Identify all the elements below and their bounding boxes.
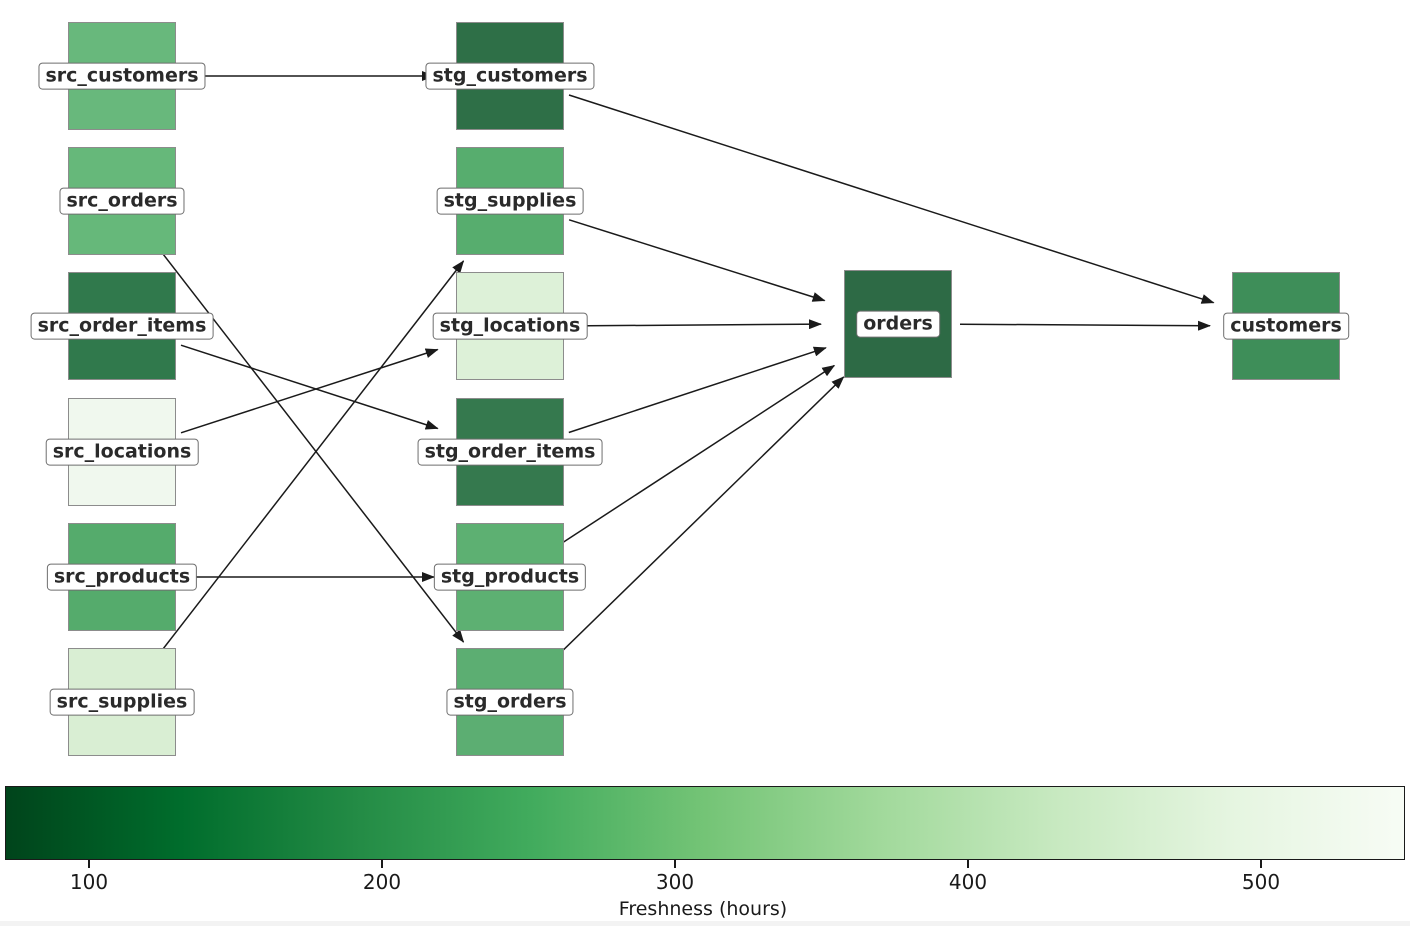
colorbar-tick-200	[381, 860, 383, 868]
edge-stg_products-to-orders	[561, 364, 836, 544]
edge-src_supplies-to-stg_supplies	[159, 260, 465, 654]
node-stg_orders-label: stg_orders	[446, 688, 574, 716]
colorbar-ticklabel-500: 500	[1241, 870, 1281, 894]
colorbar-tick-300	[674, 860, 676, 868]
bottom-strip	[0, 921, 1410, 926]
colorbar-gradient	[5, 786, 1405, 860]
edge-src_order_items-to-stg_order_items	[180, 344, 439, 430]
colorbar-ticklabel-300: 300	[655, 870, 695, 894]
colorbar-tick-400	[967, 860, 969, 868]
colorbar-ticklabel-200: 200	[362, 870, 402, 894]
node-src_locations-label: src_locations	[45, 438, 199, 466]
edge-stg_orders-to-orders	[553, 376, 845, 660]
node-src_customers-label: src_customers	[38, 62, 206, 90]
node-stg_supplies-label: stg_supplies	[436, 187, 584, 215]
node-stg_products-label: stg_products	[433, 563, 587, 591]
colorbar-tick-500	[1260, 860, 1262, 868]
colorbar-tick-100	[88, 860, 90, 868]
edge-src_locations-to-stg_locations	[180, 348, 439, 434]
colorbar-ticklabel-400: 400	[948, 870, 988, 894]
colorbar-ticklabel-100: 100	[69, 870, 109, 894]
edge-orders-to-customers	[959, 320, 1211, 331]
node-orders-label: orders	[856, 310, 940, 338]
edge-stg_customers-to-customers	[568, 94, 1215, 304]
node-stg_locations-label: stg_locations	[432, 312, 588, 340]
edge-stg_supplies-to-orders	[568, 219, 826, 302]
node-src_supplies-label: src_supplies	[49, 688, 195, 716]
node-customers-label: customers	[1223, 312, 1349, 340]
node-stg_order_items-label: stg_order_items	[417, 438, 603, 466]
node-src_products-label: src_products	[46, 563, 198, 591]
colorbar-axis-label: Freshness (hours)	[618, 898, 788, 920]
node-src_order_items-label: src_order_items	[30, 312, 214, 340]
edge-stg_locations-to-orders	[571, 319, 822, 330]
edge-stg_order_items-to-orders	[568, 346, 827, 434]
node-stg_customers-label: stg_customers	[425, 62, 595, 90]
node-src_orders-label: src_orders	[59, 187, 185, 215]
